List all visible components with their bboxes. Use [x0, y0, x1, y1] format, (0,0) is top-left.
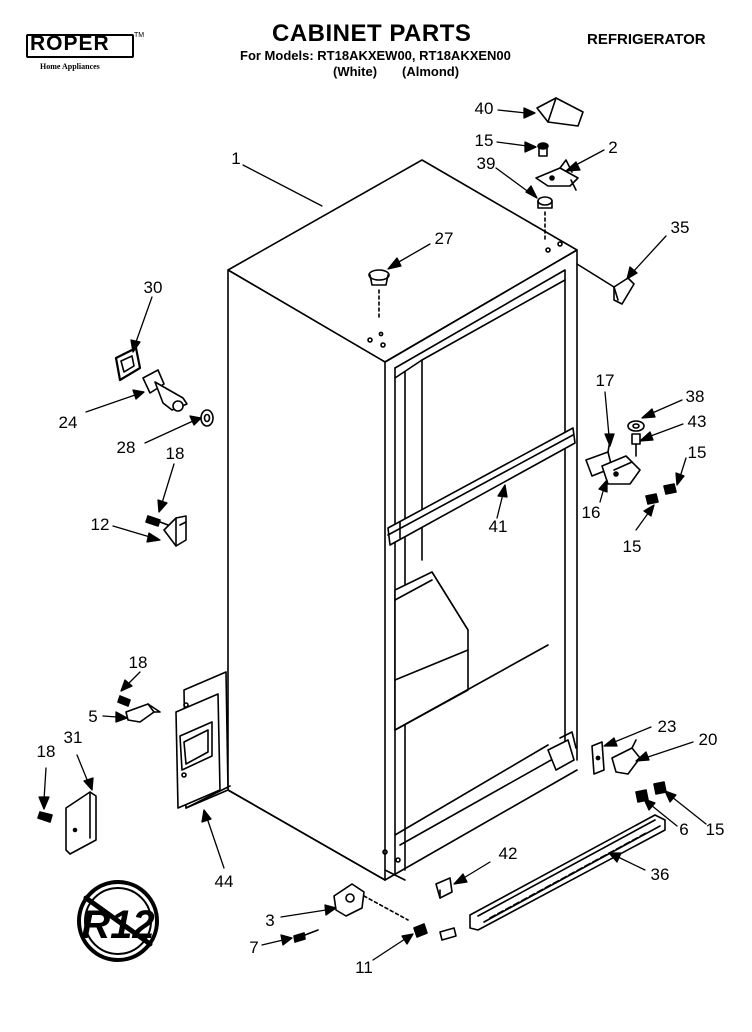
brand-trademark: TM [134, 32, 145, 39]
callout-24: 24 [59, 413, 78, 432]
callout-1: 1 [231, 149, 240, 168]
part-36-toe-grille [469, 814, 666, 931]
callout-3: 3 [265, 911, 274, 930]
callout-labels: 1 2 3 5 6 7 11 12 15 15 15 15 16 17 18 1… [37, 99, 725, 977]
callout-31: 31 [64, 728, 83, 747]
callout-2: 2 [608, 138, 617, 157]
part-27-plug [368, 269, 390, 321]
part-18-screw-left-upper [145, 515, 169, 527]
callout-17: 17 [596, 371, 615, 390]
leader-lines [38, 107, 707, 961]
callout-15-bottom: 15 [706, 820, 725, 839]
part-40-hinge-cover [536, 97, 584, 127]
part-42-clip [435, 877, 453, 899]
part-30-trim [114, 346, 142, 382]
callout-40: 40 [475, 99, 494, 118]
part-43-pin [631, 433, 641, 457]
callout-35: 35 [671, 218, 690, 237]
part-44-side-plate [175, 671, 231, 809]
callout-42: 42 [499, 844, 518, 863]
callout-43: 43 [688, 412, 707, 431]
callout-20: 20 [699, 730, 718, 749]
models-line: For Models: RT18AKXEW00, RT18AKXEN00 [240, 48, 511, 63]
part-5-bracket [125, 703, 161, 723]
r12-refrigerant-badge: R12 [77, 880, 159, 962]
callout-18-upper: 18 [166, 444, 185, 463]
callout-15-hinge-lower: 15 [623, 537, 642, 556]
callout-7: 7 [249, 938, 258, 957]
callout-18-middle: 18 [129, 653, 148, 672]
variant-white-label: (White) [333, 64, 378, 79]
callout-30: 30 [144, 278, 163, 297]
part-35-hinge-cover [576, 263, 635, 305]
mullion-bar [387, 427, 576, 546]
cabinet-shell [227, 159, 578, 881]
callout-27: 27 [435, 229, 454, 248]
part-15-screw-right-a [663, 483, 677, 495]
part-18-screw-left-lower [37, 811, 53, 823]
callout-39: 39 [477, 154, 496, 173]
callout-16: 16 [582, 503, 601, 522]
part-15-screw-right-lower [653, 781, 667, 795]
callout-41: 41 [489, 517, 508, 536]
part-15-screw-top [537, 142, 549, 157]
callout-15-hinge: 15 [688, 443, 707, 462]
callout-44: 44 [215, 872, 234, 891]
callout-6: 6 [679, 820, 688, 839]
part-15-screw-right-b [645, 493, 659, 505]
callout-38: 38 [686, 387, 705, 406]
part-28-washer [200, 409, 214, 427]
variant-almond-label: (Almond) [402, 64, 460, 79]
brand-logo: ROPER TM Home Appliances [26, 28, 144, 72]
brand-logo-frame [26, 34, 134, 58]
callout-11: 11 [355, 958, 373, 977]
callout-12: 12 [91, 515, 110, 534]
category-label: REFRIGERATOR [587, 31, 706, 48]
callout-5: 5 [88, 707, 97, 726]
lower-hinge-mount [547, 731, 577, 771]
page-title: CABINET PARTS [272, 20, 472, 47]
brand-subtitle: Home Appliances [40, 62, 100, 71]
part-36-screw [439, 927, 457, 941]
part-2-top-hinge [535, 159, 579, 191]
brand-name: ROPER [30, 32, 110, 55]
part-38-washer [627, 420, 645, 432]
callout-15-top: 15 [475, 131, 494, 150]
part-23-shim [591, 741, 605, 775]
callout-36: 36 [651, 865, 670, 884]
callout-23: 23 [658, 717, 677, 736]
callout-18-lower: 18 [37, 742, 56, 761]
part-24-cam [142, 369, 188, 412]
part-31-cover [65, 791, 97, 855]
part-39-bushing [537, 196, 553, 241]
part-20-lower-hinge [611, 739, 641, 775]
part-7-screw [293, 929, 319, 943]
part-12-bracket [163, 515, 187, 547]
part-18-screw-left-middle [117, 695, 131, 707]
callout-28: 28 [117, 438, 136, 457]
part-11-screw [413, 923, 428, 938]
part-3-leveler [333, 883, 409, 921]
